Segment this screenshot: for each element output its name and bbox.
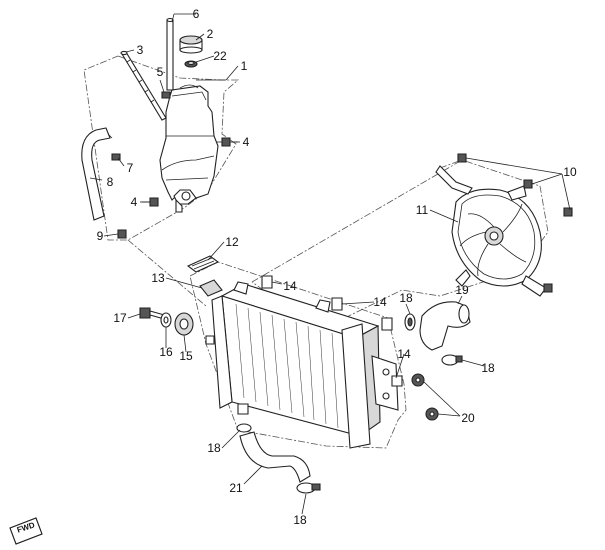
- callout-16: 16: [159, 345, 173, 359]
- callout-14-top: 14: [283, 279, 297, 293]
- callout-6: 6: [192, 7, 200, 21]
- callout-8: 8: [106, 175, 114, 189]
- washer: [160, 312, 172, 328]
- radiator-clip-top: [261, 275, 273, 289]
- fan-grommet-upper: [411, 373, 425, 387]
- callout-18-bottom: 18: [293, 513, 307, 527]
- fan-bolt-4: [543, 283, 553, 293]
- rubber-grommet: [174, 312, 194, 336]
- callout-19: 19: [455, 283, 469, 297]
- fan-bolt-3: [563, 207, 573, 217]
- leader-lines: [89, 13, 571, 515]
- hose-to-radiator-dash: [127, 239, 207, 307]
- callout-17: 17: [113, 311, 127, 325]
- callout-3: 3: [136, 43, 144, 57]
- callout-13: 13: [151, 271, 165, 285]
- fan-bolt-1: [457, 153, 467, 163]
- callout-4-lower: 4: [130, 195, 138, 209]
- hose-clip: [161, 91, 171, 99]
- radiator-clip-mid: [331, 297, 343, 311]
- radiator-group-outline: [189, 261, 407, 449]
- upper-radiator-hose: [419, 301, 471, 351]
- callout-18-upper: 18: [399, 291, 413, 305]
- hose-clamp-2: [441, 354, 463, 366]
- callout-21: 21: [229, 481, 243, 495]
- reservoir-cap: [179, 35, 203, 54]
- radiator-clip-lower: [391, 375, 403, 387]
- callout-9: 9: [96, 229, 104, 243]
- vent-tube: [166, 17, 174, 91]
- hose-clamp-3: [236, 423, 252, 433]
- overflow-hose: [120, 50, 167, 121]
- callout-7: 7: [126, 161, 134, 175]
- radiator: [205, 281, 399, 449]
- callout-4-upper: 4: [242, 135, 250, 149]
- callout-14-mid: 14: [373, 295, 387, 309]
- callout-20: 20: [461, 411, 475, 425]
- callout-11: 11: [415, 203, 429, 217]
- cap-seal: [184, 60, 198, 68]
- callout-18-lower-left: 18: [207, 441, 221, 455]
- callout-14-lower: 14: [397, 347, 411, 361]
- callout-5: 5: [156, 65, 164, 79]
- hose-clamp-4: [296, 482, 321, 494]
- fwd-direction-badge: [9, 517, 43, 545]
- callout-10: 10: [563, 165, 577, 179]
- callout-1: 1: [240, 59, 248, 73]
- callout-2: 2: [206, 27, 214, 41]
- fan-grommet-lower: [425, 407, 439, 421]
- callout-22: 22: [213, 49, 227, 63]
- callout-18-right: 18: [481, 361, 495, 375]
- reservoir-hose: [81, 127, 113, 221]
- fan-bolt-2: [523, 179, 533, 189]
- hose-clamp-lower: [117, 229, 127, 239]
- filler-neck: [199, 279, 223, 297]
- hose-clamp-1: [404, 313, 416, 331]
- callout-15: 15: [179, 349, 193, 363]
- lower-radiator-hose: [239, 431, 311, 483]
- fan-assembly: [435, 165, 547, 297]
- callout-12: 12: [225, 235, 239, 249]
- coolant-reservoir: [159, 84, 219, 213]
- radiator-clip-right: [381, 317, 393, 331]
